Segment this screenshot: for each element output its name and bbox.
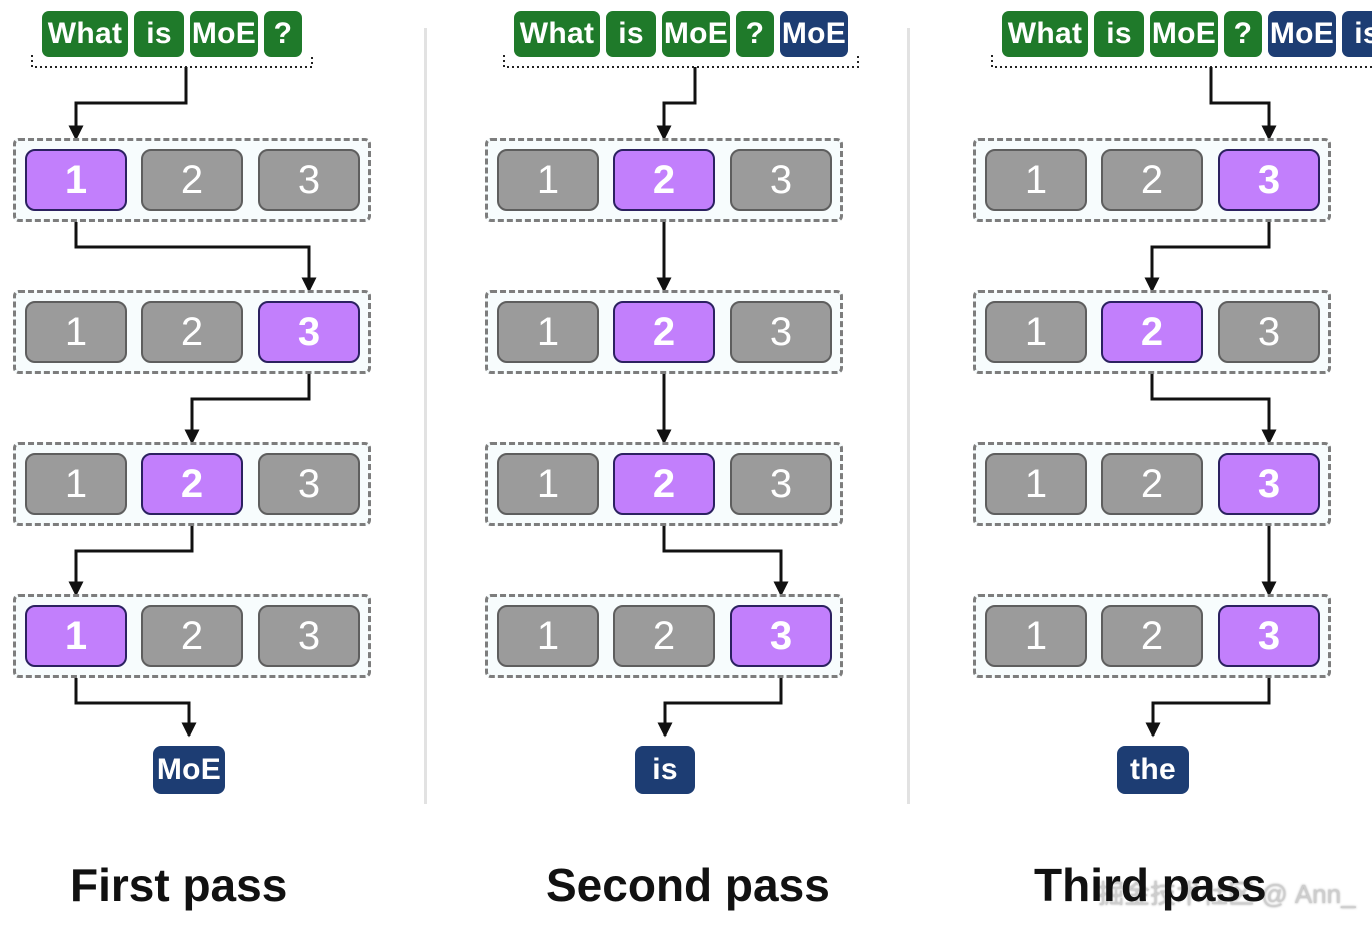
- pass-3-input-token: MoE: [1150, 11, 1218, 57]
- pass-3-context-token: is: [1342, 11, 1372, 57]
- pass-3-layer-4-expert-3-active: 3: [1218, 605, 1320, 667]
- pass-3-layer-4-expert-2: 2: [1101, 605, 1203, 667]
- pass-2-arrow-3: [662, 515, 789, 597]
- pass-3-sequence-bracket: [991, 55, 1372, 68]
- pass-1-arrow-out: [74, 667, 197, 738]
- pass-2-layer-3-expert-1: 1: [497, 453, 599, 515]
- watermark: 掘金技术社区 @ Ann_: [1098, 879, 1356, 909]
- pass-2-output-token: is: [635, 746, 695, 794]
- pass-1-layer-1-expert-3: 3: [258, 149, 360, 211]
- pass-2-layer-4-expert-2: 2: [613, 605, 715, 667]
- pass-1-sequence-bracket: [31, 55, 313, 68]
- pass-3-layer-3-expert-2: 2: [1101, 453, 1203, 515]
- pass-1-layer-3-expert-1: 1: [25, 453, 127, 515]
- pass-2-layer-2-expert-3: 3: [730, 301, 832, 363]
- pass-2-layer-2-expert-2-active: 2: [613, 301, 715, 363]
- pass-3-layer-1-expert-3-active: 3: [1218, 149, 1320, 211]
- pass-3-context-token: MoE: [1268, 11, 1336, 57]
- pass-1-layer-1-expert-1-active: 1: [25, 149, 127, 211]
- column-divider: [907, 28, 910, 804]
- pass-3-input-token: ?: [1224, 11, 1262, 57]
- pass-2-layer-2-expert-1: 1: [497, 301, 599, 363]
- pass-1-layer-4-expert-1-active: 1: [25, 605, 127, 667]
- column-divider: [424, 28, 427, 804]
- pass-3-arrow-in: [1209, 67, 1277, 141]
- pass-1-layer-2-expert-1: 1: [25, 301, 127, 363]
- pass-1-label: First pass: [70, 859, 288, 911]
- pass-3-layer-3-expert-1: 1: [985, 453, 1087, 515]
- pass-1-arrow-3: [68, 515, 194, 597]
- pass-2-context-token: MoE: [780, 11, 848, 57]
- pass-2-input-token: What: [514, 11, 600, 57]
- pass-1-arrow-2: [184, 363, 311, 445]
- pass-1-input-token: MoE: [190, 11, 258, 57]
- pass-1-layer-2-expert-3-active: 3: [258, 301, 360, 363]
- pass-3-layer-2-expert-2-active: 2: [1101, 301, 1203, 363]
- pass-1-layer-4-expert-3: 3: [258, 605, 360, 667]
- pass-1-layer-2-expert-2: 2: [141, 301, 243, 363]
- pass-2-input-token: MoE: [662, 11, 730, 57]
- pass-2-arrow-in: [656, 67, 697, 141]
- pass-1-layer-3-expert-3: 3: [258, 453, 360, 515]
- pass-1-arrow-in: [68, 67, 188, 141]
- pass-3-layer-1-expert-1: 1: [985, 149, 1087, 211]
- pass-2-input-token: ?: [736, 11, 774, 57]
- pass-3-label: Third pass: [1034, 859, 1267, 911]
- pass-1-arrow-1: [74, 211, 317, 293]
- pass-2-layer-4-expert-1: 1: [497, 605, 599, 667]
- pass-2-input-token: is: [606, 11, 656, 57]
- pass-1-output-token: MoE: [153, 746, 225, 794]
- pass-3-output-token: the: [1117, 746, 1189, 794]
- pass-2-sequence-bracket: [503, 55, 859, 68]
- pass-2-layer-1-expert-3: 3: [730, 149, 832, 211]
- pass-2-arrow-out: [657, 667, 783, 738]
- pass-1-input-token: ?: [264, 11, 302, 57]
- pass-2-layer-3-expert-2-active: 2: [613, 453, 715, 515]
- pass-2-layer-1-expert-1: 1: [497, 149, 599, 211]
- pass-1-input-token: What: [42, 11, 128, 57]
- pass-3-input-token: What: [1002, 11, 1088, 57]
- pass-2-layer-3-expert-3: 3: [730, 453, 832, 515]
- pass-3-layer-1-expert-2: 2: [1101, 149, 1203, 211]
- pass-2-layer-4-expert-3-active: 3: [730, 605, 832, 667]
- pass-2-label: Second pass: [546, 859, 830, 911]
- pass-3-arrow-1: [1144, 211, 1271, 293]
- pass-3-layer-3-expert-3-active: 3: [1218, 453, 1320, 515]
- pass-3-layer-2-expert-1: 1: [985, 301, 1087, 363]
- pass-1-layer-3-expert-2-active: 2: [141, 453, 243, 515]
- pass-1-layer-4-expert-2: 2: [141, 605, 243, 667]
- pass-3-arrow-2: [1150, 363, 1277, 445]
- pass-1-layer-1-expert-2: 2: [141, 149, 243, 211]
- pass-3-input-token: is: [1094, 11, 1144, 57]
- pass-3-layer-4-expert-1: 1: [985, 605, 1087, 667]
- pass-3-layer-2-expert-3: 3: [1218, 301, 1320, 363]
- pass-2-layer-1-expert-2-active: 2: [613, 149, 715, 211]
- pass-3-arrow-out: [1145, 667, 1271, 738]
- pass-1-input-token: is: [134, 11, 184, 57]
